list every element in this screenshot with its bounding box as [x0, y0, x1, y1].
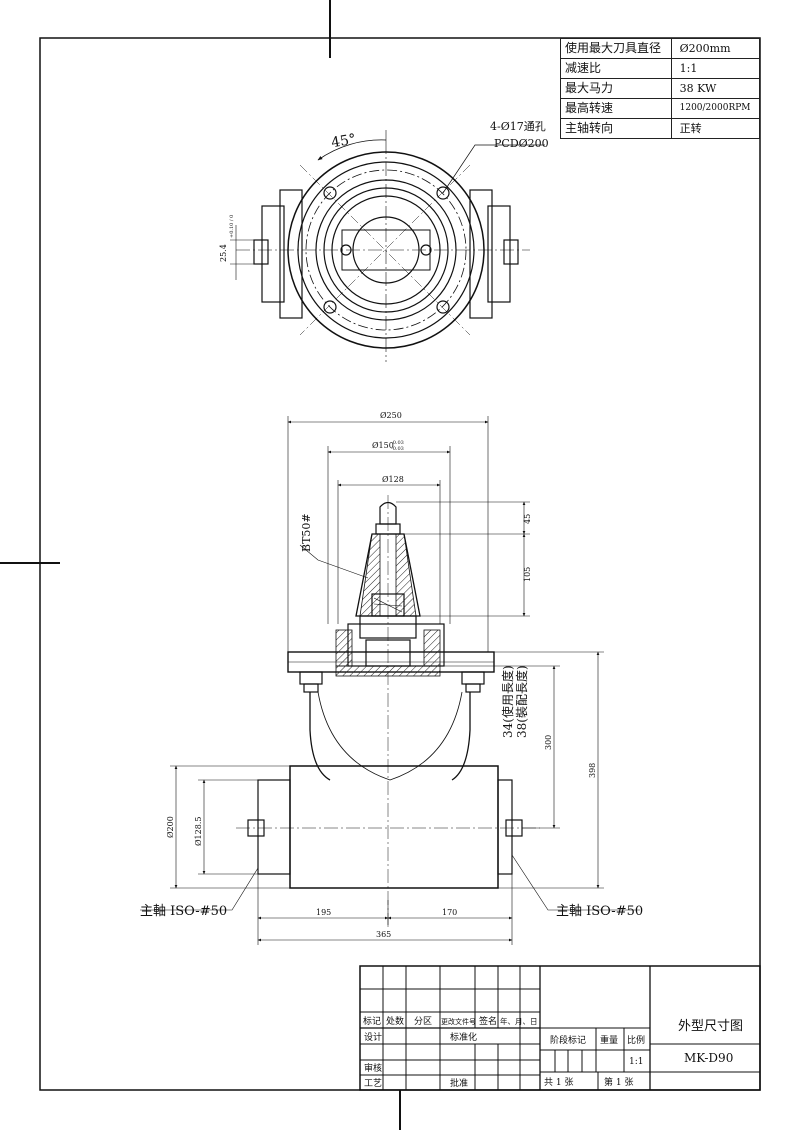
dia-128-5: Ø128.5 [194, 817, 203, 846]
spec-label: 主轴转向 [560, 118, 672, 139]
spec-value: 38 KW [670, 78, 761, 99]
tb-sheet-no: 第 1 张 [604, 1076, 633, 1088]
top-view-labels: 45° 4-Ø17通孔 PCDØ200 25.4 +0.10 / 0 [219, 120, 549, 262]
top-view [230, 130, 545, 362]
dia-150-tol-up: -0.03 [391, 440, 404, 446]
title-block-text: 标记 处数 分区 更改文件号 签名 年、月、日 设计 标准化 审核 工艺 批准 … [363, 1015, 743, 1089]
front-view [236, 495, 540, 930]
tb-date: 年、月、日 [500, 1016, 538, 1026]
tb-stage-mark: 阶段标记 [550, 1034, 586, 1046]
tb-scale: 比例 [627, 1034, 645, 1046]
tb-sheets-total: 共 1 张 [544, 1077, 573, 1088]
left-side-housing [261, 205, 285, 303]
tb-drawing-title: 外型尺寸图 [678, 1019, 743, 1034]
front-dimensions [140, 416, 640, 945]
tb-mark: 标记 [363, 1015, 381, 1027]
bolt-hole [436, 186, 450, 200]
dim-365: 365 [376, 930, 391, 939]
tb-design: 设计 [364, 1031, 382, 1043]
spec-table: 使用最大刀具直径 Ø200mm 减速比 1:1 最大马力 38 KW 最高转速 … [560, 38, 761, 139]
left-key [253, 239, 269, 265]
hole-note-2: PCDØ200 [494, 137, 549, 150]
right-side-housing [487, 205, 511, 303]
right-spindle-cap [497, 779, 513, 875]
bolt-hole [323, 186, 337, 200]
dim-398: 398 [588, 763, 597, 778]
hole-note-1: 4-Ø17通孔 [490, 120, 546, 133]
dia-150-tol-dn: -0.03 [391, 446, 404, 452]
spec-row: 最大马力 38 KW [560, 78, 761, 99]
spec-row: 减速比 1:1 [560, 58, 761, 79]
dim-45: 45 [523, 514, 532, 524]
spec-value: 正转 [670, 118, 761, 139]
left-spindle-cap [257, 779, 291, 875]
tb-process: 工艺 [364, 1078, 382, 1089]
dia-150: Ø150 [372, 441, 394, 450]
pull-stud [379, 501, 397, 525]
spindle-left-label: 主軸 ISO-#50 [140, 904, 227, 919]
bolt-hole [436, 300, 450, 314]
spec-label: 减速比 [560, 58, 672, 79]
tb-standardize: 标准化 [450, 1031, 477, 1043]
spec-label: 最大马力 [560, 78, 672, 99]
dim-170: 170 [442, 908, 457, 917]
tb-model: MK-D90 [684, 1051, 733, 1065]
key-tol: +0.10 / 0 [229, 215, 235, 238]
angle-label: 45° [330, 131, 357, 151]
tb-weight: 重量 [600, 1034, 618, 1046]
tb-zone: 分区 [414, 1016, 432, 1027]
taper-label: BT50# [300, 513, 313, 552]
tb-review: 审核 [364, 1062, 382, 1074]
tb-count: 处数 [386, 1015, 404, 1027]
tb-change-doc: 更改文件号 [441, 1017, 476, 1026]
dim-300: 300 [544, 735, 553, 750]
spec-value: 1200/2000RPM [670, 98, 761, 119]
spindle-right-label: 主軸 ISO-#50 [556, 904, 643, 919]
dim-195: 195 [316, 908, 331, 917]
right-angle-body [289, 765, 499, 889]
spec-value: Ø200mm [670, 38, 761, 59]
key-dim: 25.4 [219, 244, 228, 262]
spec-row: 使用最大刀具直径 Ø200mm [560, 38, 761, 59]
len-use: 34(使用長度) [500, 665, 515, 738]
len-fit: 38(裝配長度) [514, 665, 529, 738]
dia-200: Ø200 [166, 816, 175, 838]
tb-scale-value: 1:1 [629, 1057, 643, 1067]
spec-row: 最高转速 1200/2000RPM [560, 98, 761, 119]
bolt-hole [323, 300, 337, 314]
dia-250: Ø250 [380, 411, 402, 420]
centering-marks [0, 0, 401, 1130]
spec-value: 1:1 [670, 58, 761, 79]
title-block [359, 965, 761, 1091]
spec-label: 使用最大刀具直径 [560, 38, 672, 59]
tb-sign: 签名 [479, 1015, 497, 1027]
dim-105: 105 [523, 567, 532, 582]
spec-row: 主轴转向 正转 [560, 118, 761, 139]
dia-128: Ø128 [382, 475, 404, 484]
spec-label: 最高转速 [560, 98, 672, 119]
tb-approve: 批准 [450, 1077, 468, 1089]
right-key [503, 239, 519, 265]
front-view-labels: Ø250 Ø150 -0.03 -0.03 Ø128 45 105 BT50# … [140, 411, 643, 939]
